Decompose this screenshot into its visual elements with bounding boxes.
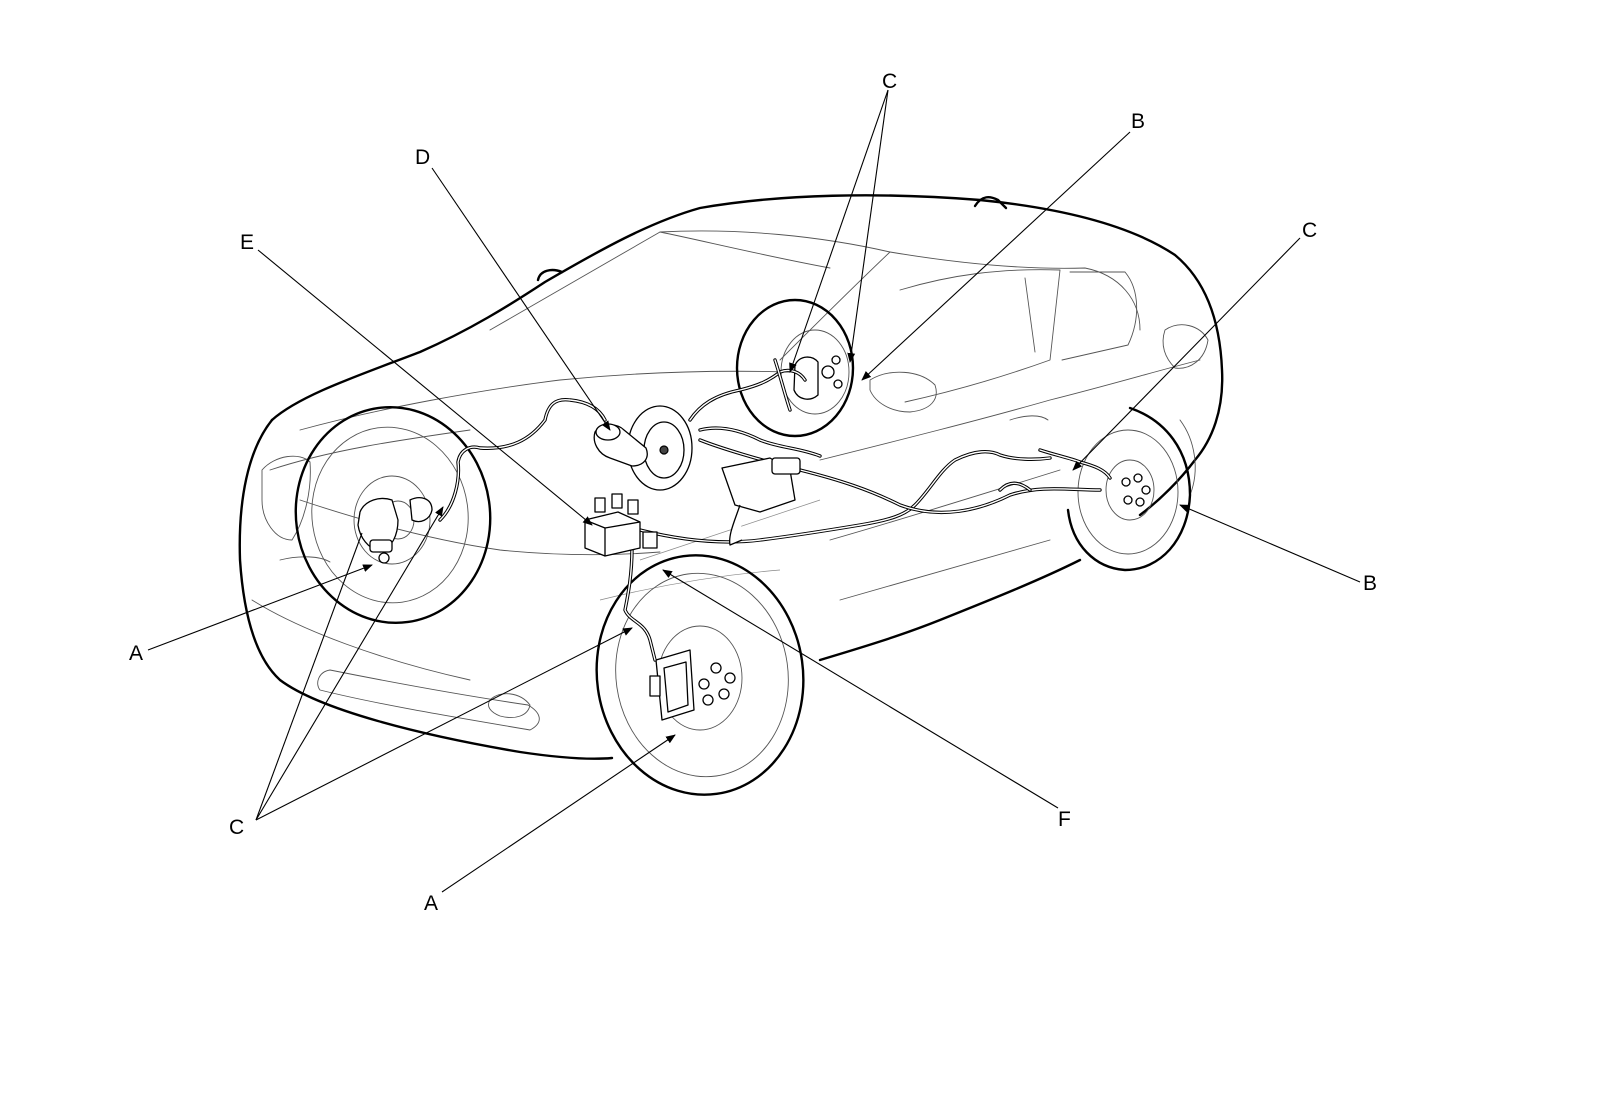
pedal-assembly <box>721 457 801 546</box>
label-a-bottom: A <box>424 892 438 915</box>
callout-leaders <box>147 89 1361 893</box>
label-c-top: C <box>882 70 897 93</box>
label-f: F <box>1058 808 1071 831</box>
label-e: E <box>240 231 254 254</box>
front-right-caliper <box>649 649 695 721</box>
label-a-left: A <box>129 642 143 665</box>
label-b-right: B <box>1363 572 1377 595</box>
label-b-top: B <box>1131 110 1145 133</box>
front-left-caliper <box>357 497 433 564</box>
callout-labels: C B C D E B A C F A <box>129 70 1377 915</box>
rear-left-caliper <box>793 356 819 400</box>
abs-modulator-unit <box>584 493 658 557</box>
brake-lines <box>438 358 1112 662</box>
label-d: D <box>415 146 430 169</box>
rear-left-wheel <box>735 298 855 438</box>
label-c-right: C <box>1302 219 1317 242</box>
front-right-wheel <box>595 554 805 796</box>
label-c-bottom: C <box>229 816 244 839</box>
rear-right-wheel <box>1066 406 1192 572</box>
